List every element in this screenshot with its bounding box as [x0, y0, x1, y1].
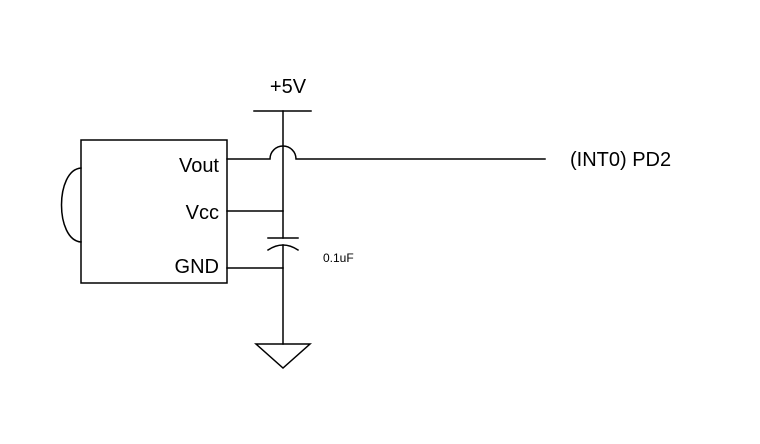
sensor-lens-dome: [60, 167, 82, 243]
vout-signal-wire: [226, 145, 546, 160]
pin-label-vcc: Vcc: [186, 202, 219, 224]
output-net-label: (INT0) PD2: [570, 149, 671, 171]
supply-label: +5V: [270, 76, 307, 98]
ground-symbol: [254, 343, 312, 370]
pin-label-gnd: GND: [175, 256, 219, 278]
pin-label-vout: Vout: [179, 155, 219, 177]
capacitor-value-label: 0.1uF: [323, 251, 354, 265]
